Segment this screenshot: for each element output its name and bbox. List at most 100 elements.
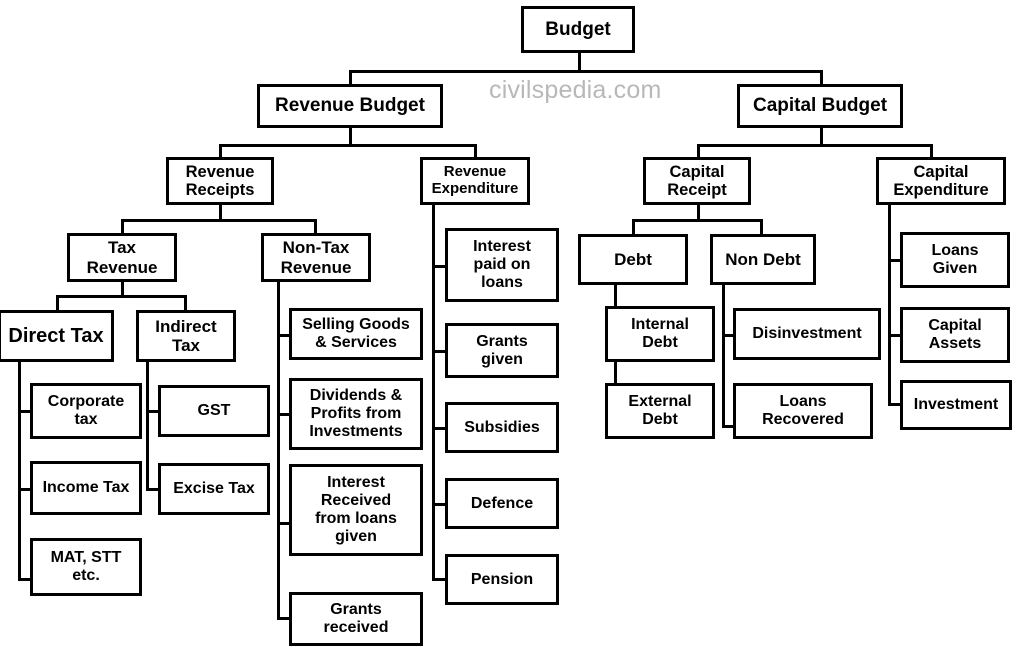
connector-direct-tax-stub-2: [18, 488, 33, 491]
node-revenue-receipts[interactable]: Revenue Receipts: [166, 157, 274, 205]
connector-revexp-stub-2: [432, 350, 447, 353]
node-revenue-receipts-line1: Revenue: [185, 162, 255, 181]
node-non-tax-revenue-line1: Non-Tax: [282, 238, 350, 258]
node-interest-received-line1: Interest: [327, 474, 385, 492]
connector-capexp-stub-1: [888, 259, 903, 262]
node-interest-received[interactable]: Interest Received from loans given: [289, 464, 423, 556]
node-loans-recovered[interactable]: Loans Recovered: [733, 383, 873, 439]
connector-nondebt-spine: [722, 285, 725, 428]
connector-revenue-receipts-bus: [121, 219, 317, 222]
node-income-tax[interactable]: Income Tax: [30, 461, 142, 515]
node-mat-stt-line1: MAT, STT: [50, 549, 122, 567]
connector-capital-budget-to-expenditure: [930, 144, 933, 157]
node-capital-expenditure[interactable]: Capital Expenditure: [876, 157, 1006, 205]
node-grants-given[interactable]: Grants given: [445, 323, 559, 378]
connector-tax-revenue-bus: [56, 295, 187, 298]
node-grants-given-line2: given: [481, 350, 523, 368]
node-subsidies[interactable]: Subsidies: [445, 402, 559, 453]
node-pension[interactable]: Pension: [445, 554, 559, 605]
node-gst-label: GST: [197, 402, 231, 420]
node-debt-label: Debt: [614, 249, 652, 269]
connector-revenue-receipts-stem: [219, 205, 222, 219]
node-disinvestment[interactable]: Disinvestment: [733, 308, 881, 360]
node-excise-tax[interactable]: Excise Tax: [158, 463, 270, 515]
connector-revexp-stub-4: [432, 503, 447, 506]
connector-revenue-budget-to-receipts: [219, 144, 222, 157]
node-internal-debt[interactable]: Internal Debt: [605, 306, 715, 362]
node-non-debt-label: Non Debt: [725, 249, 801, 269]
node-income-tax-label: Income Tax: [42, 479, 130, 497]
node-indirect-tax[interactable]: Indirect Tax: [136, 310, 236, 362]
node-non-tax-revenue-line2: Revenue: [280, 257, 352, 277]
connector-budget-bus: [349, 70, 823, 73]
node-capital-expenditure-line1: Capital: [913, 162, 969, 181]
connector-nontax-spine: [277, 282, 280, 620]
node-debt[interactable]: Debt: [578, 234, 688, 285]
connector-receipts-to-nontax: [314, 219, 317, 233]
node-budget-label: Budget: [545, 18, 611, 40]
node-revenue-expenditure-line2: Expenditure: [431, 180, 519, 197]
node-interest-received-line2: Received: [320, 492, 392, 510]
connector-capital-budget-to-receipt: [697, 144, 700, 157]
node-non-tax-revenue[interactable]: Non-Tax Revenue: [261, 233, 371, 282]
connector-revexp-spine: [432, 205, 435, 580]
node-defence[interactable]: Defence: [445, 478, 559, 529]
node-selling-goods-services[interactable]: Selling Goods & Services: [289, 308, 423, 360]
node-internal-debt-line1: Internal: [631, 316, 689, 334]
node-grants-given-line1: Grants: [476, 332, 528, 350]
node-corporate-tax-line1: Corporate: [47, 393, 125, 411]
connector-indirect-tax-stub-2: [146, 488, 161, 491]
connector-revenue-budget-bus: [219, 144, 477, 147]
node-mat-stt-line2: etc.: [72, 567, 100, 584]
connector-revexp-stub-5: [432, 578, 447, 581]
node-loans-recovered-line2: Recovered: [762, 411, 844, 428]
node-revenue-receipts-line2: Receipts: [185, 181, 255, 199]
connector-receipt-to-debt: [632, 219, 635, 234]
node-interest-paid-on-loans[interactable]: Interest paid on loans: [445, 228, 559, 302]
connector-capital-receipt-bus: [632, 219, 763, 222]
connector-receipt-to-nondebt: [760, 219, 763, 234]
node-budget[interactable]: Budget: [521, 6, 635, 53]
node-investment[interactable]: Investment: [900, 380, 1012, 430]
node-revenue-expenditure[interactable]: Revenue Expenditure: [420, 157, 530, 205]
node-grants-received[interactable]: Grants received: [289, 592, 423, 646]
node-dividends-line1: Dividends &: [309, 387, 403, 405]
node-capital-receipt[interactable]: Capital Receipt: [643, 157, 751, 205]
node-capital-budget[interactable]: Capital Budget: [737, 84, 903, 128]
node-grants-received-line1: Grants: [330, 601, 382, 619]
connector-tax-to-indirect: [184, 295, 187, 310]
node-mat-stt[interactable]: MAT, STT etc.: [30, 538, 142, 596]
node-revenue-budget[interactable]: Revenue Budget: [257, 84, 443, 128]
connector-direct-tax-stub-3: [18, 578, 33, 581]
node-dividends-profits[interactable]: Dividends & Profits from Investments: [289, 378, 423, 450]
node-loans-given[interactable]: Loans Given: [900, 232, 1010, 288]
node-capital-assets[interactable]: Capital Assets: [900, 307, 1010, 363]
node-capital-assets-line2: Assets: [928, 335, 982, 352]
connector-revenue-budget-to-expenditure: [474, 144, 477, 157]
node-capital-budget-label: Capital Budget: [752, 95, 888, 117]
node-capital-expenditure-line2: Expenditure: [893, 181, 989, 199]
node-corporate-tax[interactable]: Corporate tax: [30, 383, 142, 439]
node-internal-debt-line2: Debt: [642, 334, 678, 351]
node-indirect-tax-line2: Tax: [171, 336, 201, 355]
connector-capexp-spine: [888, 205, 891, 405]
node-tax-revenue-line2: Revenue: [86, 257, 158, 277]
node-interest-paid-line3: loans: [481, 273, 523, 291]
node-interest-received-line4: given: [335, 527, 377, 545]
node-non-debt[interactable]: Non Debt: [710, 234, 816, 285]
connector-budget-to-capital: [820, 70, 823, 84]
node-selling-goods-line2: & Services: [315, 334, 397, 351]
connector-nontax-stub-2: [277, 413, 292, 416]
connector-receipts-to-tax: [121, 219, 124, 233]
node-grants-received-line2: received: [323, 619, 389, 636]
node-direct-tax[interactable]: Direct Tax: [0, 310, 114, 362]
connector-nondebt-stub-2: [722, 425, 737, 428]
connector-nontax-stub-3: [277, 522, 292, 525]
connector-nondebt-stub-1: [722, 334, 737, 337]
node-corporate-tax-line2: tax: [74, 411, 98, 428]
node-gst[interactable]: GST: [158, 385, 270, 437]
node-tax-revenue[interactable]: Tax Revenue: [67, 233, 177, 282]
node-external-debt[interactable]: External Debt: [605, 383, 715, 439]
node-capital-assets-line1: Capital: [928, 317, 982, 335]
connector-nontax-stub-1: [277, 334, 292, 337]
